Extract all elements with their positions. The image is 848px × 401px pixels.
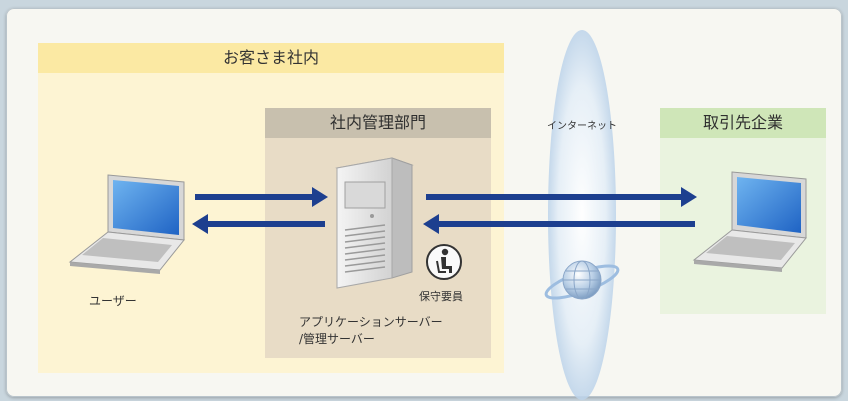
internet-label: インターネット: [547, 121, 617, 132]
partner-header: 取引先企業: [660, 108, 826, 138]
arrow-partner-to-server: [423, 214, 695, 234]
server-label-line1: アプリケーションサーバー: [299, 315, 443, 329]
arrow-user-to-server: [195, 187, 328, 207]
server-label-line2: /管理サーバー: [299, 332, 375, 346]
it-department-header: 社内管理部門: [265, 108, 491, 138]
maintenance-staff-label: 保守要員: [419, 290, 463, 303]
arrow-server-to-partner: [426, 187, 697, 207]
customer-site-header: お客さま社内: [38, 43, 504, 73]
arrow-server-to-user: [192, 214, 325, 234]
user-label: ユーザー: [89, 294, 137, 308]
